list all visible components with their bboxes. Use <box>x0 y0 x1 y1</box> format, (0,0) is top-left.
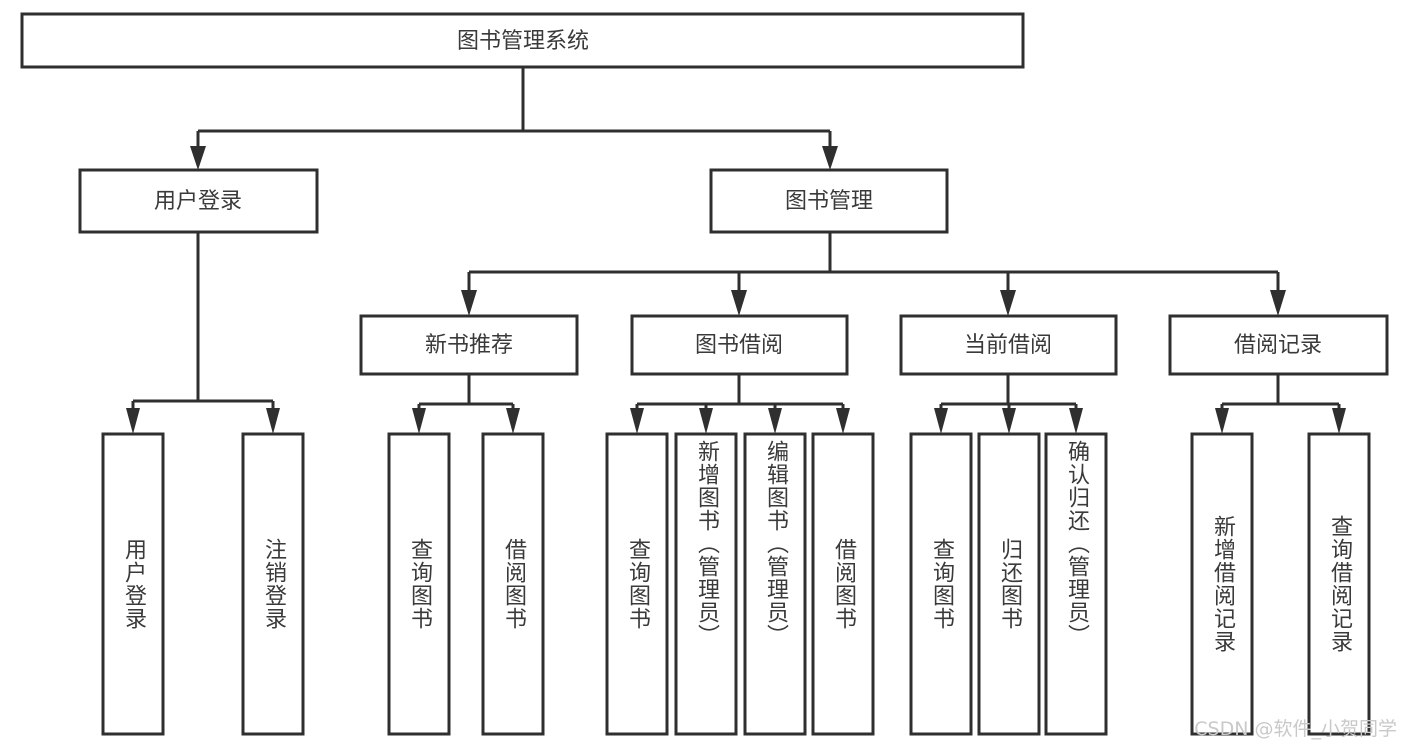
arrow-head-current-borrow <box>1000 290 1016 316</box>
connector-group-book-mgmt <box>461 232 1286 316</box>
leaf-box-current-borrow-1[interactable] <box>909 432 973 736</box>
arrow-head-new-book <box>461 290 477 316</box>
node-user-login-box[interactable] <box>78 168 319 234</box>
leaf-box-user-login-2[interactable] <box>241 432 305 736</box>
node-new-book-box[interactable] <box>359 314 579 376</box>
node-root-label: 图书管理系统 <box>457 29 589 54</box>
arrow-head-book-borrow-leaf1 <box>630 408 644 434</box>
node-user-login-label: 用户登录 <box>154 189 242 214</box>
arrow-head-current-borrow-leaf1 <box>934 408 948 434</box>
arrow-head-borrow-record <box>1270 290 1286 316</box>
node-new-book-label: 新书推荐 <box>425 333 513 358</box>
arrow-head-user-login-leaf1 <box>126 408 140 434</box>
connector-group-root <box>190 67 838 170</box>
node-book-borrow-box[interactable] <box>630 314 849 376</box>
node-current-borrow-label: 当前借阅 <box>964 333 1052 358</box>
node-current-borrow-box[interactable] <box>899 314 1118 376</box>
leaf-box-borrow-record-2[interactable] <box>1307 432 1371 736</box>
arrow-head-current-borrow-leaf2 <box>1002 408 1016 434</box>
leaf-box-book-borrow-4[interactable] <box>811 432 875 736</box>
node-book-borrow-label: 图书借阅 <box>695 333 783 358</box>
connector-group-borrow-record <box>1215 374 1346 434</box>
leaf-box-current-borrow-3[interactable] <box>1044 432 1108 736</box>
node-borrow-record-label: 借阅记录 <box>1234 333 1322 358</box>
node-borrow-record-box[interactable] <box>1168 314 1389 376</box>
arrow-head-borrow-record-leaf1 <box>1215 408 1229 434</box>
node-root-box[interactable] <box>20 12 1025 69</box>
arrow-head-book-borrow-leaf3 <box>768 408 782 434</box>
arrow-head-new-book-leaf1 <box>412 408 426 434</box>
leaf-box-current-borrow-2[interactable] <box>977 432 1041 736</box>
arrow-head-book-mgmt <box>822 146 838 170</box>
node-book-mgmt-box[interactable] <box>709 168 949 234</box>
leaf-box-user-login-1[interactable] <box>101 432 165 736</box>
arrow-head-current-borrow-leaf3 <box>1069 408 1083 434</box>
connector-group-user-login <box>126 232 280 434</box>
leaf-box-book-borrow-1[interactable] <box>605 432 669 736</box>
leaf-box-new-book-1[interactable] <box>387 432 451 736</box>
arrow-head-borrow-record-leaf2 <box>1332 408 1346 434</box>
arrow-head-book-borrow-leaf2 <box>699 408 713 434</box>
connector-group-book-borrow <box>630 374 850 434</box>
arrow-head-new-book-leaf2 <box>506 408 520 434</box>
leaf-box-book-borrow-3[interactable] <box>743 432 807 736</box>
csdn-watermark: CSDN @软件_小贺同学 <box>1194 718 1397 740</box>
connector-group-new-book <box>412 374 520 434</box>
arrow-head-user-login <box>190 146 206 170</box>
arrow-head-user-login-leaf2 <box>266 408 280 434</box>
node-book-mgmt-label: 图书管理 <box>785 189 873 214</box>
leaf-box-book-borrow-2[interactable] <box>674 432 738 736</box>
leaf-box-new-book-2[interactable] <box>481 432 545 736</box>
leaf-box-borrow-record-1[interactable] <box>1190 432 1254 736</box>
arrow-head-book-borrow-leaf4 <box>836 408 850 434</box>
arrow-head-book-borrow <box>731 290 747 316</box>
connector-group-current-borrow <box>934 374 1083 434</box>
